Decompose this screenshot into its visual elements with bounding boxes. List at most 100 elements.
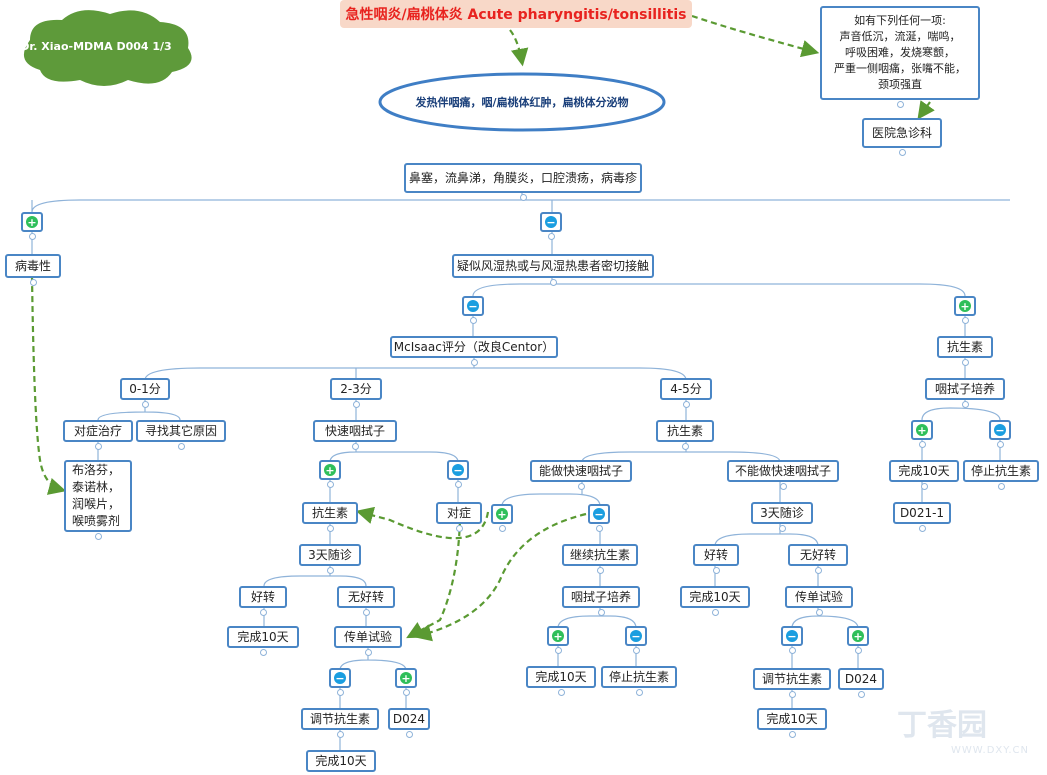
not-better-a-node: 无好转 bbox=[337, 586, 395, 608]
connector-knob bbox=[362, 609, 370, 616]
cannot-swab-node: 不能做快速咽拭子 bbox=[727, 460, 839, 482]
connector-knob bbox=[577, 483, 585, 490]
plus-icon: + bbox=[959, 299, 971, 313]
minus-icon: − bbox=[630, 629, 642, 643]
score-0-1-node: 0-1分 bbox=[120, 378, 170, 400]
culture-test-a-node: 传单试验 bbox=[334, 626, 402, 648]
sign-negative: − bbox=[588, 504, 610, 524]
criteria-line: 严重一侧咽痛，张嘴不能， bbox=[834, 61, 966, 75]
connector-knob bbox=[896, 101, 904, 108]
sign-positive: + bbox=[319, 460, 341, 480]
main-symptom-ellipse bbox=[378, 72, 666, 132]
connector-knob bbox=[259, 609, 267, 616]
d024-a-node: D024 bbox=[388, 708, 430, 730]
score-4-5-node: 4-5分 bbox=[660, 378, 712, 400]
sign-positive: + bbox=[954, 296, 976, 316]
med-line: 布洛芬， bbox=[72, 463, 121, 478]
connector-knob bbox=[498, 525, 506, 532]
minus-icon: − bbox=[467, 299, 479, 313]
minus-icon: − bbox=[994, 423, 1006, 437]
med-line: 泰诺林， bbox=[72, 480, 121, 495]
connector-knob bbox=[177, 443, 185, 450]
connector-knob bbox=[549, 279, 557, 286]
connector-knob bbox=[996, 441, 1004, 448]
med-line: 喉喷雾剂 bbox=[72, 513, 121, 528]
complete-10-b-node: 完成10天 bbox=[306, 750, 376, 772]
plus-icon: + bbox=[400, 671, 412, 685]
connector-knob bbox=[336, 689, 344, 696]
connector-knob bbox=[259, 649, 267, 656]
connector-knob bbox=[141, 401, 149, 408]
minus-icon: − bbox=[786, 629, 798, 643]
main-symptom-label: 发热伴咽痛，咽/扁桃体红肿，扁桃体分泌物 bbox=[415, 96, 629, 109]
connector-knob bbox=[29, 279, 37, 286]
sign-positive: + bbox=[395, 668, 417, 688]
sign-negative: − bbox=[447, 460, 469, 480]
antibiotic-b-node: 抗生素 bbox=[656, 420, 714, 442]
connector-knob bbox=[595, 525, 603, 532]
connector-knob bbox=[857, 691, 865, 698]
connector-knob bbox=[997, 483, 1005, 490]
complete-10-c-node: 完成10天 bbox=[526, 666, 596, 688]
mcisaac-node: McIsaac评分（改良Centor） bbox=[390, 336, 558, 358]
complete-10-e-node: 完成10天 bbox=[757, 708, 827, 730]
connector-knob bbox=[711, 609, 719, 616]
connector-knob bbox=[779, 483, 787, 490]
cloud-shape bbox=[23, 10, 192, 86]
connector-knob bbox=[554, 647, 562, 654]
viral-node: 病毒性 bbox=[5, 254, 61, 278]
connector-knob bbox=[681, 443, 689, 450]
followup-b-node: 3天随诊 bbox=[751, 502, 813, 524]
score-2-3-node: 2-3分 bbox=[330, 378, 382, 400]
not-better-b-node: 无好转 bbox=[788, 544, 848, 566]
connector-knob bbox=[961, 359, 969, 366]
connector-knob bbox=[854, 647, 862, 654]
connector-knob bbox=[402, 689, 410, 696]
sign-negative: − bbox=[540, 212, 562, 232]
connector-knob bbox=[712, 567, 720, 574]
er-node: 医院急诊科 bbox=[862, 118, 942, 148]
plus-icon: + bbox=[552, 629, 564, 643]
diagram-title: 急性咽炎/扁桃体炎 Acute pharyngitis/tonsillitis bbox=[340, 0, 692, 28]
complete-10-d-node: 完成10天 bbox=[680, 586, 750, 608]
sign-positive: + bbox=[491, 504, 513, 524]
culture-test-b-node: 传单试验 bbox=[785, 586, 853, 608]
minus-icon: − bbox=[593, 507, 605, 521]
followup-a-node: 3天随诊 bbox=[299, 544, 361, 566]
adjust-b-node: 调节抗生素 bbox=[753, 668, 831, 690]
watermark-logo: 丁香园 bbox=[897, 708, 987, 743]
connector-knob bbox=[632, 647, 640, 654]
complete-10-f-node: 完成10天 bbox=[889, 460, 959, 482]
emergency-criteria-node: 如有下列任何一项: 声音低沉，流涎，喘鸣， 呼吸困难，发烧寒颤， 严重一侧咽痛，… bbox=[820, 6, 980, 100]
connector-knob bbox=[28, 233, 36, 240]
connector-knob bbox=[326, 525, 334, 532]
connector-knob bbox=[557, 689, 565, 696]
criteria-line: 颈项强直 bbox=[878, 77, 922, 91]
connector-knob bbox=[326, 481, 334, 488]
better-b-node: 好转 bbox=[693, 544, 739, 566]
med-line: 润喉片， bbox=[72, 497, 121, 511]
plus-icon: + bbox=[852, 629, 864, 643]
plus-icon: + bbox=[916, 423, 928, 437]
connector-knob bbox=[682, 401, 690, 408]
criteria-line: 声音低沉，流涎，喘鸣， bbox=[839, 30, 961, 44]
connector-knob bbox=[454, 481, 462, 488]
connector-knob bbox=[788, 691, 796, 698]
throat-culture-b-node: 咽拭子培养 bbox=[562, 586, 640, 608]
connector-knob bbox=[405, 731, 413, 738]
plus-icon: + bbox=[324, 463, 336, 477]
symptomatic-b-node: 对症 bbox=[436, 502, 482, 524]
criteria-line: 呼吸困难，发烧寒颤， bbox=[845, 46, 955, 60]
criteria-line: 如有下列任何一项: bbox=[854, 14, 946, 28]
viral-meds-node: 布洛芬， 泰诺林， 润喉片， 喉喷雾剂 bbox=[64, 460, 132, 532]
continue-ab-node: 继续抗生素 bbox=[562, 544, 638, 566]
connector-knob bbox=[778, 525, 786, 532]
sign-negative: − bbox=[781, 626, 803, 646]
plus-icon: + bbox=[26, 215, 38, 229]
better-a-node: 好转 bbox=[239, 586, 287, 608]
connector-knob bbox=[94, 443, 102, 450]
connector-knob bbox=[519, 194, 527, 201]
sign-negative: − bbox=[329, 668, 351, 688]
